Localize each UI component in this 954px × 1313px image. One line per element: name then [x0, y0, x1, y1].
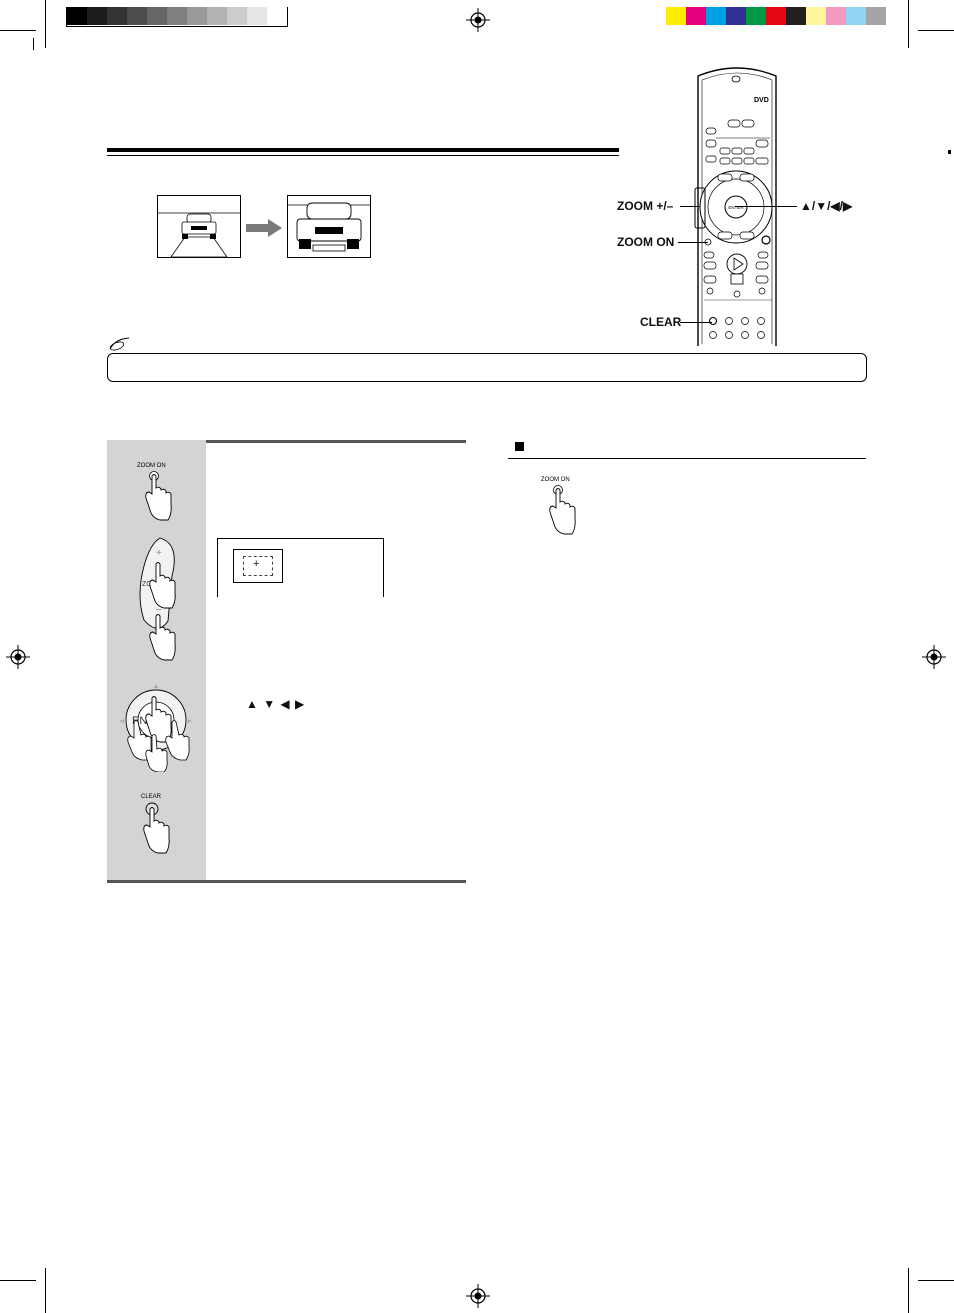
registration-mark-icon: [466, 8, 490, 32]
registration-mark-icon: [466, 1284, 490, 1308]
gray-swatch: [247, 7, 267, 25]
gray-swatch: [67, 7, 87, 25]
callout-clear: CLEAR: [640, 315, 682, 329]
remote-control-illustration: DVD ENTER: [694, 67, 777, 346]
color-swatch: [866, 7, 886, 25]
gray-swatch: [187, 7, 207, 25]
svg-text:+: +: [156, 548, 162, 559]
zoom-after-illustration: [287, 195, 371, 258]
right-zoom-on-label: ZOOM ON: [541, 477, 570, 483]
section-bullet: [515, 442, 524, 451]
color-swatch: [706, 7, 726, 25]
step1-zoom-on-label: ZOOM ON: [137, 463, 166, 469]
section-rule: [508, 458, 866, 459]
title-rule-thin: [107, 155, 619, 156]
step3-arrow-glyphs: ▲ ▼ ◀ ▶: [246, 697, 306, 711]
steps-bottom-rule: [107, 880, 466, 883]
svg-text:–: –: [156, 604, 162, 615]
svg-text:◃: ◃: [120, 718, 124, 725]
crop-mark: [908, 1268, 909, 1313]
color-swatch: [806, 7, 826, 25]
color-swatch: [746, 7, 766, 25]
gray-swatch: [127, 7, 147, 25]
car-icon: [181, 213, 217, 239]
crop-mark: [908, 0, 909, 48]
gray-swatch: [147, 7, 167, 25]
crop-mark: [45, 0, 46, 48]
registration-mark-icon: [6, 645, 30, 669]
svg-text:▹: ▹: [188, 718, 192, 725]
color-swatch: [686, 7, 706, 25]
callout-zoom-plus-minus: ZOOM +/–: [617, 199, 674, 213]
step4-clear-label: CLEAR: [141, 794, 162, 800]
crop-mark: [33, 38, 34, 50]
title-rule: [107, 148, 619, 152]
svg-text:▵: ▵: [154, 683, 158, 690]
enter-button-label: ENTER: [728, 205, 744, 210]
dvd-logo: DVD: [754, 97, 769, 104]
color-swatch: [666, 7, 686, 25]
zoom-dial-illustration: + – ZOOM: [139, 537, 176, 661]
color-swatch: [766, 7, 786, 25]
note-icon: [109, 337, 130, 351]
note-box: [107, 353, 867, 382]
gray-swatch: [107, 7, 127, 25]
crop-mark: [45, 1268, 46, 1313]
color-swatch: [826, 7, 846, 25]
color-swatch: [726, 7, 746, 25]
callout-line: [678, 242, 708, 243]
callout-line: [735, 206, 797, 207]
callout-zoom-on: ZOOM ON: [617, 235, 675, 249]
crop-mark: [0, 1280, 36, 1281]
gray-swatch: [167, 7, 187, 25]
arrow-right-icon: [246, 219, 282, 237]
crop-mark: [0, 30, 36, 31]
zoom-osd-symbol: +: [253, 558, 260, 570]
nav-pad-illustration: ▵ ◃ ▹ ENT: [120, 683, 192, 772]
color-swatch: [786, 7, 806, 25]
zoom-osd-frame: [243, 556, 273, 576]
callout-line: [680, 322, 712, 323]
zoom-osd-indicator: +: [233, 549, 283, 583]
hand-press-icon: [549, 485, 576, 535]
crop-mark: [918, 1280, 954, 1281]
registration-mark-icon: [922, 645, 946, 669]
steps-top-rule: [107, 440, 466, 443]
car-icon: [296, 202, 362, 252]
color-swatch: [846, 7, 866, 25]
gray-swatch: [207, 7, 227, 25]
crop-mark: [918, 30, 954, 31]
hand-press-icon: [143, 802, 170, 854]
gray-swatch: [227, 7, 247, 25]
zoom-before-illustration: [157, 195, 241, 258]
callout-line: [680, 206, 700, 207]
gray-swatch: [267, 7, 287, 25]
hand-press-icon: [145, 471, 172, 521]
crop-mark: [948, 150, 951, 154]
zoom-osd-window: [217, 538, 384, 597]
callout-arrow-keys: ▲/▼/◀/▶: [800, 199, 853, 213]
gray-swatch: [87, 7, 107, 25]
